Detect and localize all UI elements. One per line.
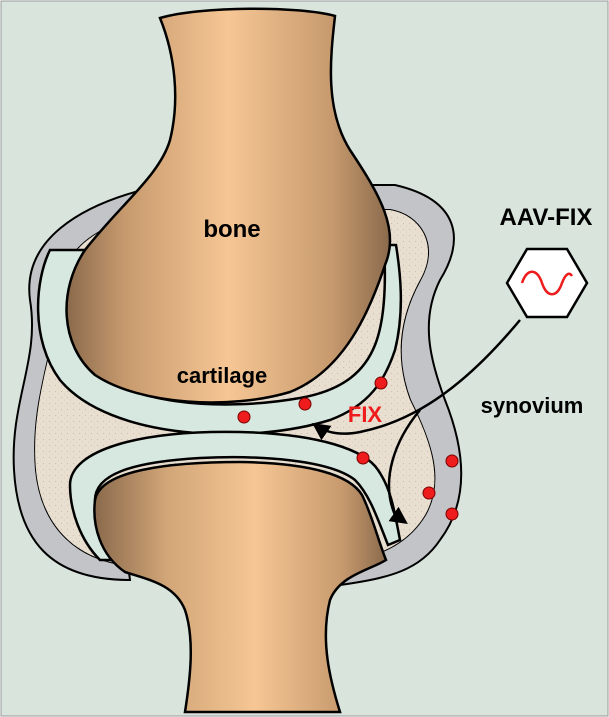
synovium-label: synovium: [481, 393, 584, 418]
fix-protein-dot: [357, 452, 369, 464]
cartilage-label: cartilage: [177, 363, 268, 388]
fix-protein-dot: [299, 398, 311, 410]
vector-label: AAV-FIX: [500, 204, 593, 231]
fix-protein-dot: [375, 377, 387, 389]
fix-protein-dot: [238, 411, 250, 423]
fix-protein-label: FIX: [348, 402, 383, 427]
bone-label: bone: [203, 216, 260, 243]
fix-protein-dot: [446, 508, 458, 520]
fix-protein-dot: [446, 455, 458, 467]
fix-protein-dot: [423, 487, 435, 499]
